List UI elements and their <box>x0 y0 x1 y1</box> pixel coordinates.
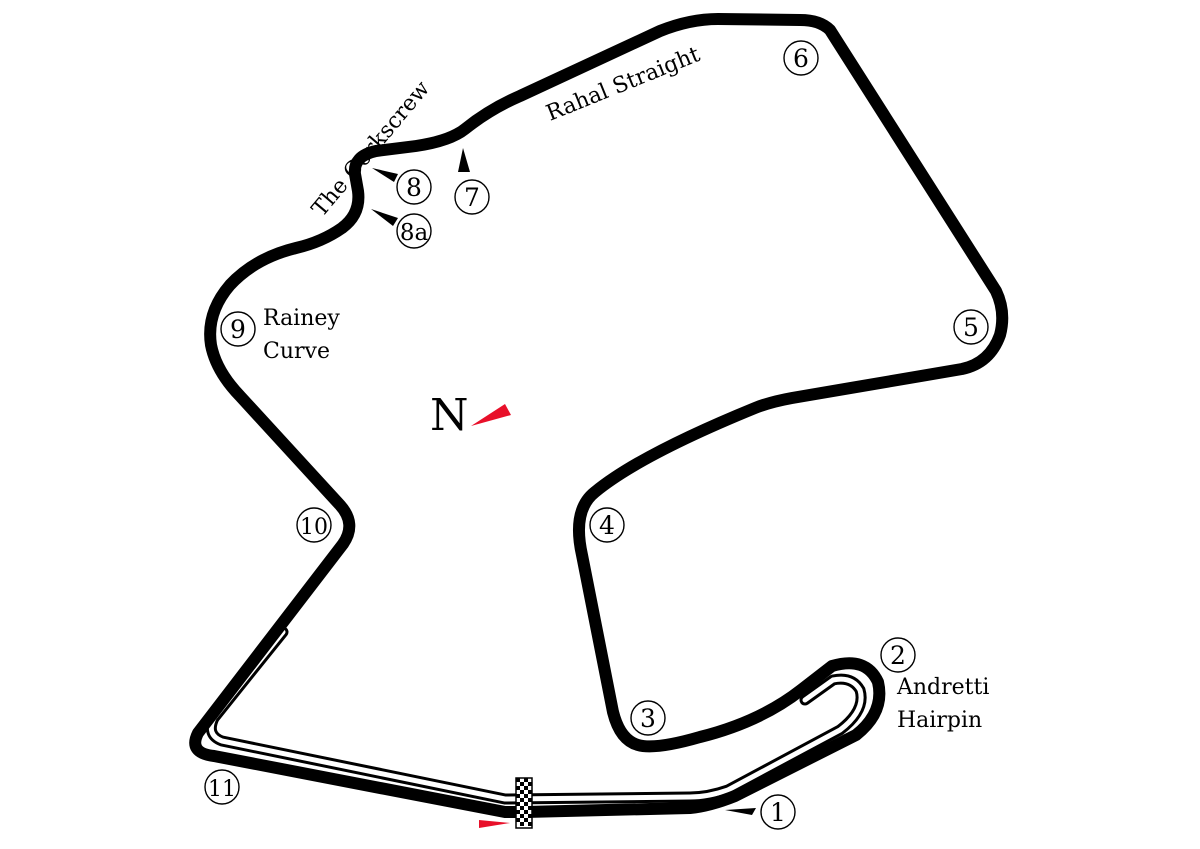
svg-text:3: 3 <box>640 704 656 733</box>
rainey-curve-label-line1: Rainey <box>263 306 340 331</box>
turn-7-marker-icon <box>458 148 470 172</box>
turn-1-marker-icon <box>725 808 756 815</box>
turn-8a-marker-icon <box>371 209 398 226</box>
turn-11: 11 <box>204 769 240 805</box>
corner-markers <box>371 148 756 815</box>
turn-4: 4 <box>589 507 625 543</box>
svg-text:4: 4 <box>599 511 615 540</box>
svg-text:1: 1 <box>770 798 786 827</box>
svg-text:6: 6 <box>793 44 809 73</box>
turn-8a: 8a <box>396 213 432 249</box>
turn-3: 3 <box>630 700 666 736</box>
turn-7: 7 <box>454 179 490 215</box>
svg-text:8: 8 <box>406 173 422 202</box>
andretti-hairpin-label-line1: Andretti <box>896 675 989 700</box>
turn-9: 9 <box>220 311 256 347</box>
north-indicator: N <box>430 390 511 441</box>
turn-6: 6 <box>783 40 819 76</box>
start-finish-line <box>515 777 533 829</box>
svg-text:11: 11 <box>208 777 236 802</box>
turn-5: 5 <box>953 309 989 345</box>
turn-labels: 1 2 3 4 5 6 7 8 <box>204 40 989 830</box>
svg-text:10: 10 <box>300 515 328 540</box>
andretti-hairpin-label-line2: Hairpin <box>897 708 982 733</box>
svg-text:8a: 8a <box>400 220 429 246</box>
turn-10: 10 <box>296 507 332 543</box>
rainey-curve-label-line2: Curve <box>263 339 330 364</box>
turn-2: 2 <box>880 637 916 673</box>
circuit-track <box>189 13 1009 818</box>
north-label: N <box>430 390 469 441</box>
pit-lane <box>205 626 867 805</box>
turn-1: 1 <box>760 794 796 830</box>
direction-arrow-icon <box>479 820 510 828</box>
rahal-straight-label: Rahal Straight <box>543 42 704 126</box>
turn-8: 8 <box>396 169 432 205</box>
svg-text:7: 7 <box>464 183 480 212</box>
svg-text:9: 9 <box>230 315 246 344</box>
svg-text:2: 2 <box>890 641 906 670</box>
turn-8-marker-icon <box>372 168 398 182</box>
north-arrow-icon <box>471 404 511 426</box>
svg-text:5: 5 <box>963 313 979 342</box>
